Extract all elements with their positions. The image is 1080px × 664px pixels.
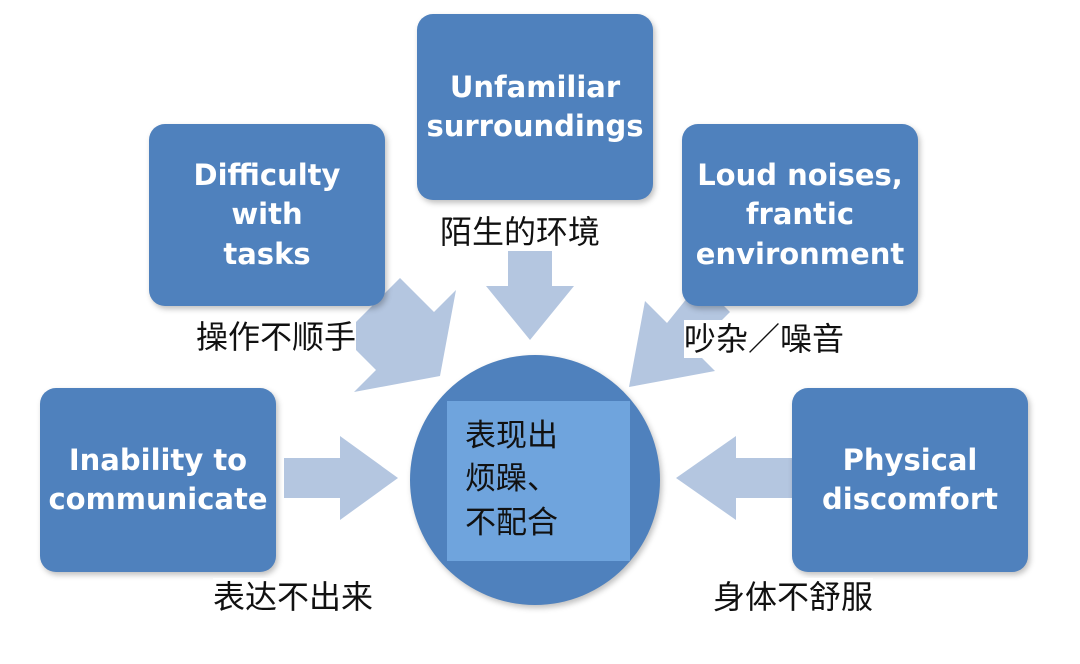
cause-label-zh: 表达不出来 bbox=[213, 578, 374, 617]
cause-title: Difficulty with tasks bbox=[193, 158, 341, 271]
cause-box-difficulty-with-tasks: Difficulty with tasks bbox=[149, 124, 385, 306]
cause-title: Loud noises, frantic environment bbox=[695, 158, 905, 271]
cause-box-inability-to-communicate: Inability to communicate bbox=[40, 388, 276, 572]
cause-box-physical-discomfort: Physical discomfort bbox=[792, 388, 1028, 572]
center-label: 表现出 烦躁、 不配合 bbox=[447, 401, 630, 561]
arrow-top bbox=[486, 232, 574, 340]
arrow-top-left bbox=[342, 278, 456, 392]
cause-box-unfamiliar-surroundings: Unfamiliar surroundings bbox=[417, 14, 653, 200]
cause-label-zh: 陌生的环境 bbox=[440, 213, 601, 252]
cause-box-loud-noises: Loud noises, frantic environment bbox=[682, 124, 918, 306]
arrow-top-right bbox=[629, 282, 730, 387]
cause-title: Physical discomfort bbox=[822, 442, 998, 516]
cause-label-zh: 吵杂／噪音 bbox=[684, 320, 845, 359]
cause-title: Unfamiliar surroundings bbox=[426, 69, 644, 143]
arrow-left bbox=[284, 436, 398, 520]
cause-label-zh: 身体不舒服 bbox=[713, 578, 874, 617]
arrow-right bbox=[676, 436, 792, 520]
cause-label-zh: 操作不顺手 bbox=[196, 318, 357, 357]
cause-title: Inability to communicate bbox=[48, 442, 268, 516]
